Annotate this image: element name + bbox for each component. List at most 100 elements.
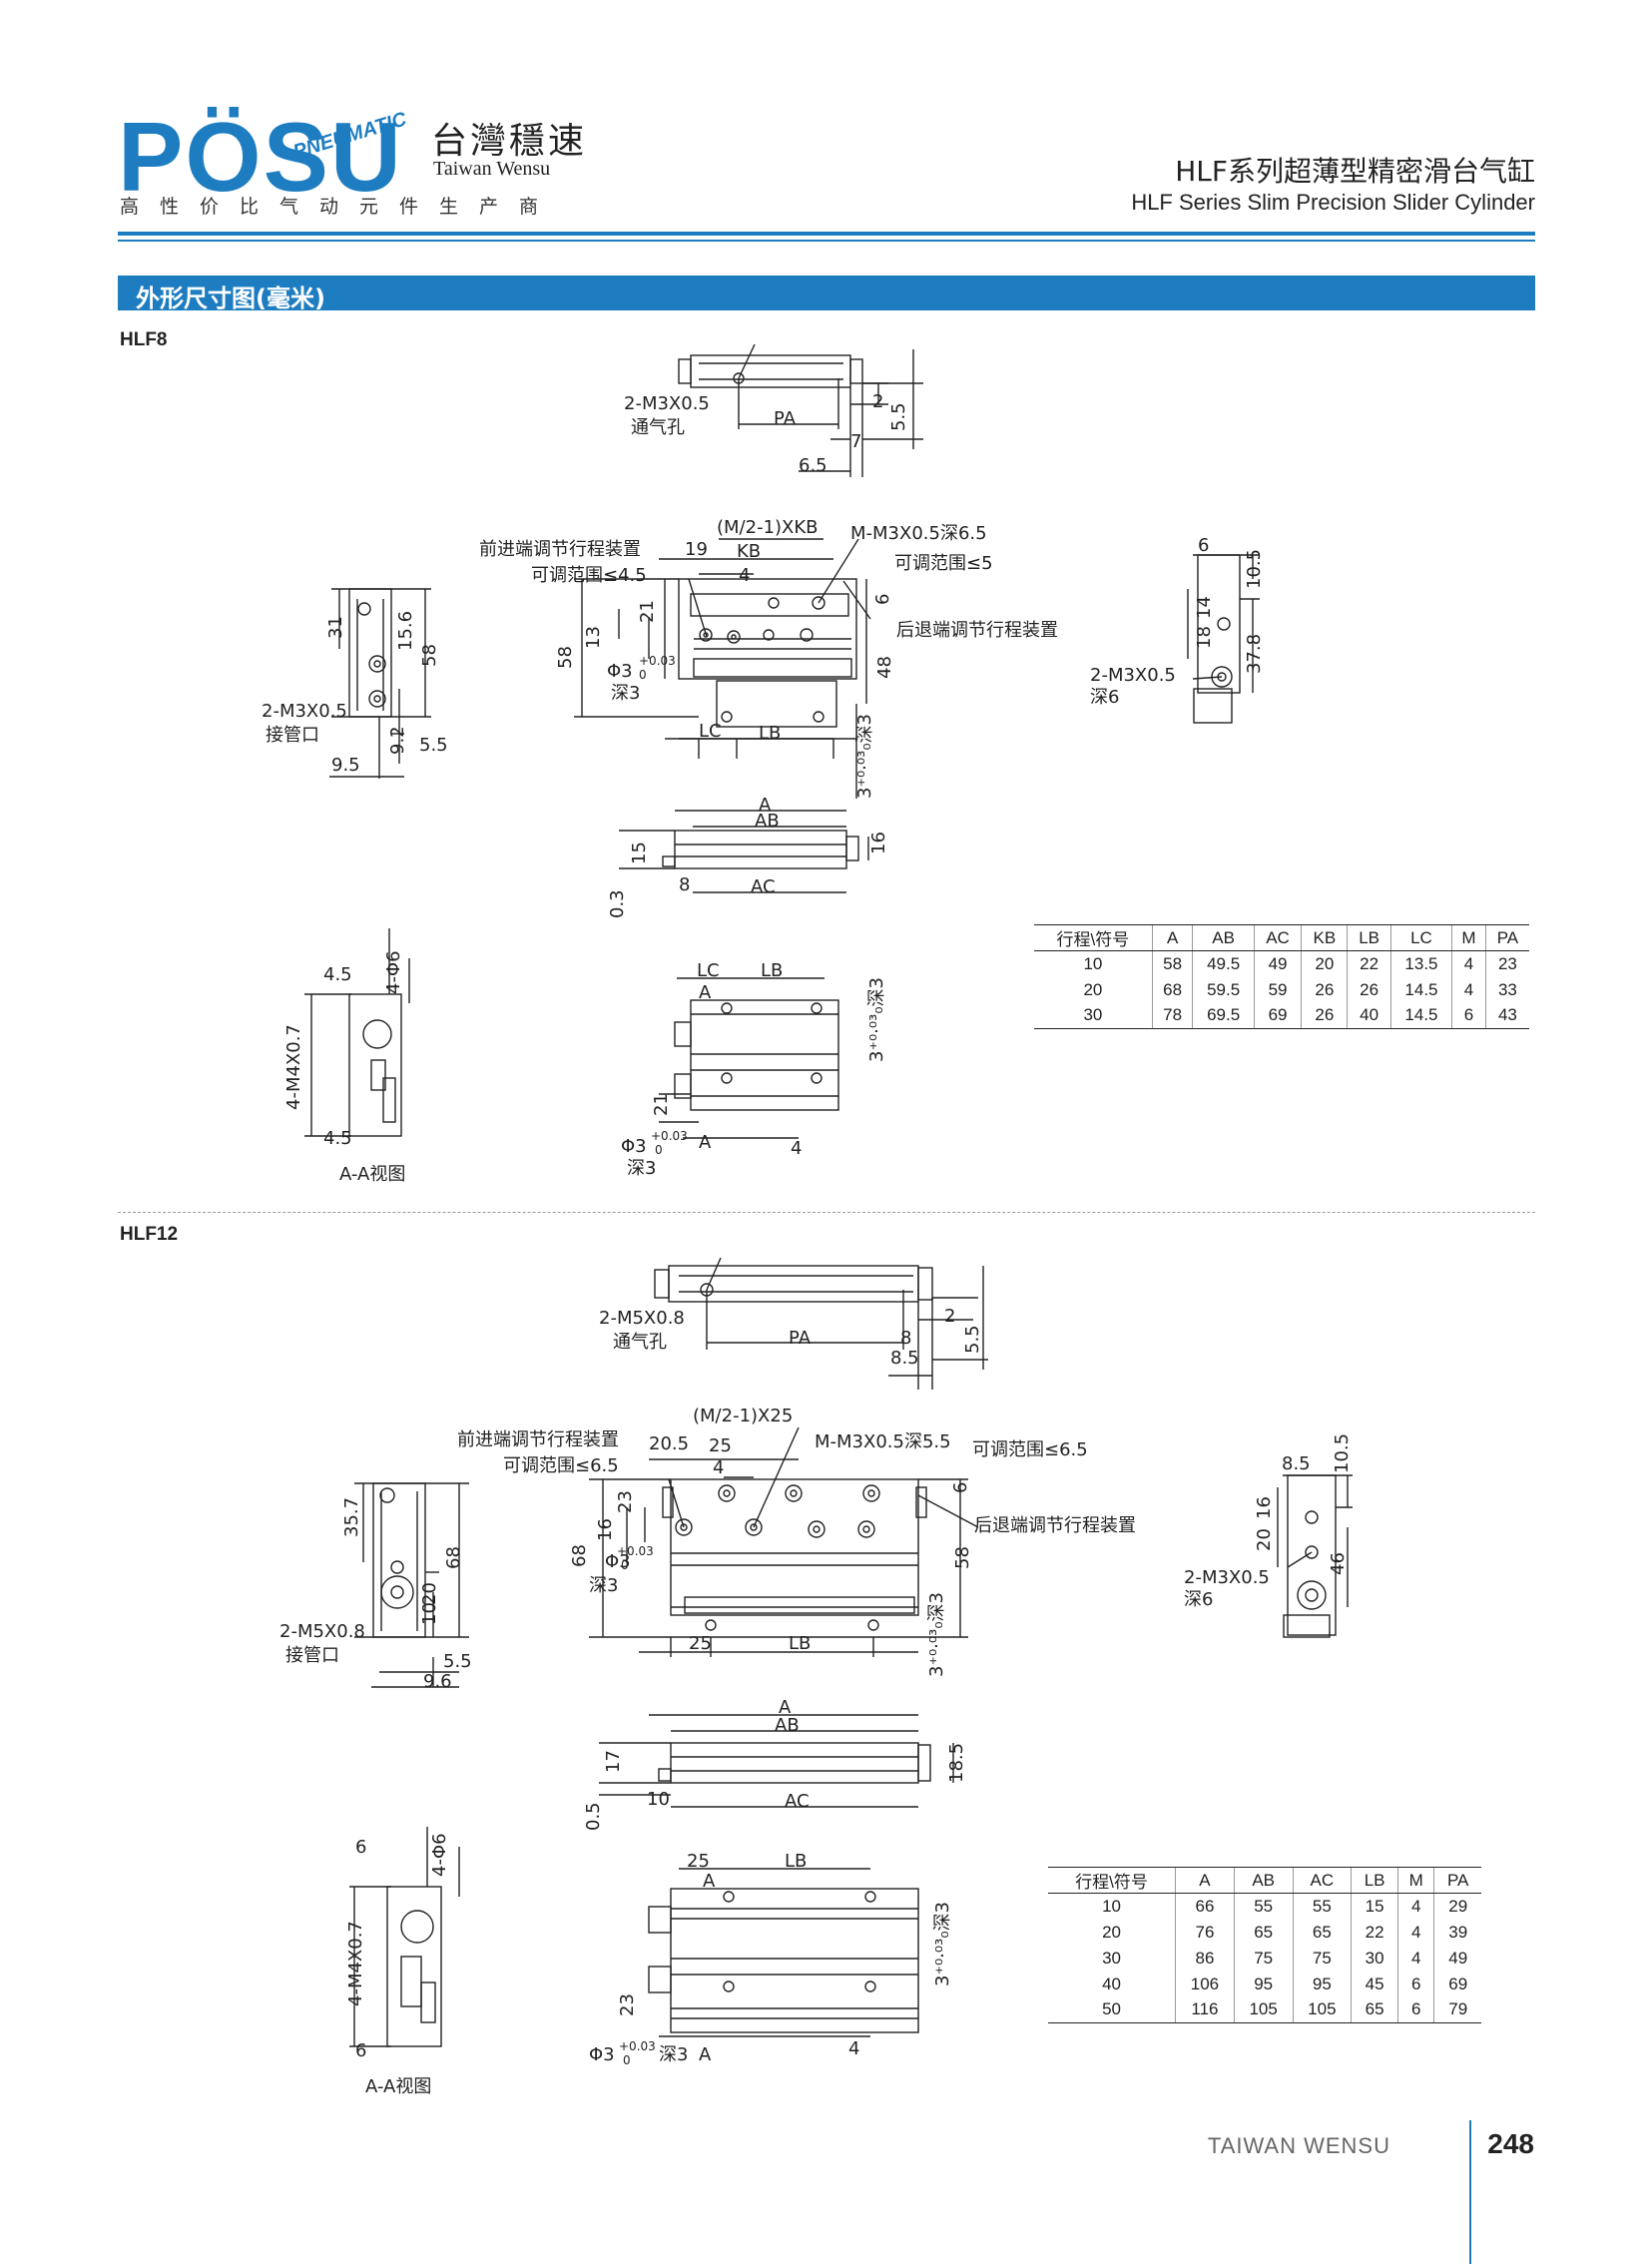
hlf8-d58: 58 [555,646,576,669]
hlf8-plan-a-bot: A [699,1132,712,1153]
hlf12-holes: (M/2-1)X25 [693,1406,793,1426]
hlf8-section-caption: A-A视图 [339,1164,405,1185]
hlf12-plan-a-top: A [703,1871,716,1892]
hlf12-right-d85: 8.5 [1282,1453,1311,1474]
section-bar [118,276,1535,310]
table-header-cell: 行程\符号 [1034,924,1153,951]
table-header-cell: M [1397,1867,1434,1894]
hlf12-forward-adjuster: 前进端调节行程装置 [457,1429,619,1450]
table-cell: 4 [1451,950,1486,977]
brand-name-en: Taiwan Wensu [433,158,551,180]
hlf8-plan-d4: 4 [791,1138,802,1159]
hlf8-left-d92: 9.2 [387,726,408,755]
hlf8-forward-range: 可调范围≤4.5 [531,565,647,586]
table-cell: 10 [1102,1896,1122,1916]
hlf8-top-port-note: 通气孔 [631,417,685,438]
hlf8-plan-d21: 21 [651,1093,672,1116]
table-cell: 30 [1351,1945,1398,1972]
model-label-hlf8: HLF8 [120,329,168,350]
page-title-cn: HLF系列超薄型精密滑台气缸 [1175,155,1535,188]
hlf12-d205: 20.5 [649,1433,689,1454]
hlf8-left-d58: 58 [419,644,440,667]
hlf12-section-d6a: 6 [355,1837,366,1858]
hlf12-rear-adjuster: 后退端调节行程装置 [974,1515,1136,1536]
brand-logo: PÖSU [118,102,403,212]
table-cell: 106 [1175,1971,1235,1997]
table-header-cell: PA [1433,1867,1481,1894]
table-cell: 39 [1433,1919,1481,1946]
hlf8-right-d6: 6 [1198,535,1209,556]
hlf12-bottom-d185: 18.5 [946,1743,967,1783]
hlf12-main-view [589,1426,979,1657]
hlf12-section-caption: A-A视图 [365,2076,431,2097]
hlf8-rear-adjuster: 后退端调节行程装置 [896,620,1058,641]
hlf12-plan-right-dim: 3⁺⁰·⁰³₀深3 [932,1902,953,1986]
hlf12-top-port: 2-M5X0.8 [599,1308,685,1329]
table-cell: 23 [1484,950,1529,977]
hlf12-right-view [1277,1474,1353,1638]
hlf8-holes: (M/2-1)XKB [717,517,819,538]
hlf12-plan-a-bot: A [699,2044,712,2065]
table-cell: 59 [1253,976,1302,1003]
hlf12-plan-view [648,1868,919,2037]
hlf8-bottom-d8: 8 [679,874,690,895]
hlf12-left-d20: 20 [419,1582,440,1605]
hlf12-left-view [354,1482,469,1688]
hlf12-d25b: 25 [689,1633,712,1654]
table-cell: 55 [1233,1893,1294,1920]
hlf8-rear-range: 可调范围≤5 [894,553,993,574]
hlf8-bottom-ac: AC [751,876,776,897]
hlf12-bottom-a: A [779,1697,792,1718]
hlf8-left-d95: 9.5 [331,755,360,776]
hlf12-section-view [349,1827,460,2047]
table-cell: 86 [1175,1945,1235,1972]
table-cell: 69 [1253,1002,1302,1029]
hlf12-bottom-d10: 10 [647,1789,670,1810]
hlf12-plan-d23: 23 [617,1993,638,2016]
hlf12-lb: LB [789,1633,811,1654]
hlf8-top-d4: 6.5 [799,455,827,476]
hlf8-bottom-d15: 15 [629,842,650,864]
table-cell: 4 [1397,1945,1434,1972]
hlf8-main-view [574,538,871,799]
table-cell: 22 [1351,1919,1398,1946]
hlf8-top-port: 2-M3X0.5 [624,393,710,414]
table-cell: 14.5 [1389,976,1452,1003]
hlf8-plan-tol0: 0 [655,1143,663,1157]
header-rule [118,232,1535,236]
hlf12-plan-lb: LB [785,1851,807,1872]
hlf12-thread: M-M3X0.5深5.5 [815,1431,951,1452]
hlf8-d6: 6 [872,594,893,605]
hlf8-section-m4: 4-M4X0.7 [283,1024,304,1110]
table-cell: 4 [1397,1893,1434,1920]
table-header-cell: 行程\符号 [1048,1867,1176,1894]
hlf12-left-port: 2-M5X0.8 [279,1621,365,1642]
model-label-hlf12: HLF12 [120,1224,179,1245]
hlf8-bottom-d03: 0.3 [607,889,628,918]
hlf8-top-view [678,343,923,477]
table-cell: 20 [1102,1922,1122,1942]
footer-brand: TAIWAN WENSU [1207,2133,1390,2158]
table-header-cell: LC [1389,924,1452,951]
hlf12-right-d16: 16 [1254,1496,1275,1519]
hlf12-d58: 58 [952,1546,973,1569]
table-cell: 49 [1253,950,1302,977]
hlf8-d13: 13 [583,626,604,649]
hlf8-bottom-dim: 3⁺⁰·⁰³₀深3 [854,714,875,799]
hlf8-forward-adjuster: 前进端调节行程装置 [479,539,641,560]
table-header-cell: A [1175,1867,1235,1894]
hlf8-right-d18: 18 [1194,626,1215,649]
hlf8-bottom-view [619,810,869,893]
hlf12-plan-tol0: 0 [623,2053,631,2067]
table-header-cell: A [1151,924,1193,951]
table-cell: 75 [1233,1945,1294,1972]
table-cell: 26 [1347,976,1391,1003]
hlf8-lb: LB [759,723,781,744]
table-cell: 4 [1451,976,1486,1003]
hlf12-depth: 深3 [589,1575,618,1596]
